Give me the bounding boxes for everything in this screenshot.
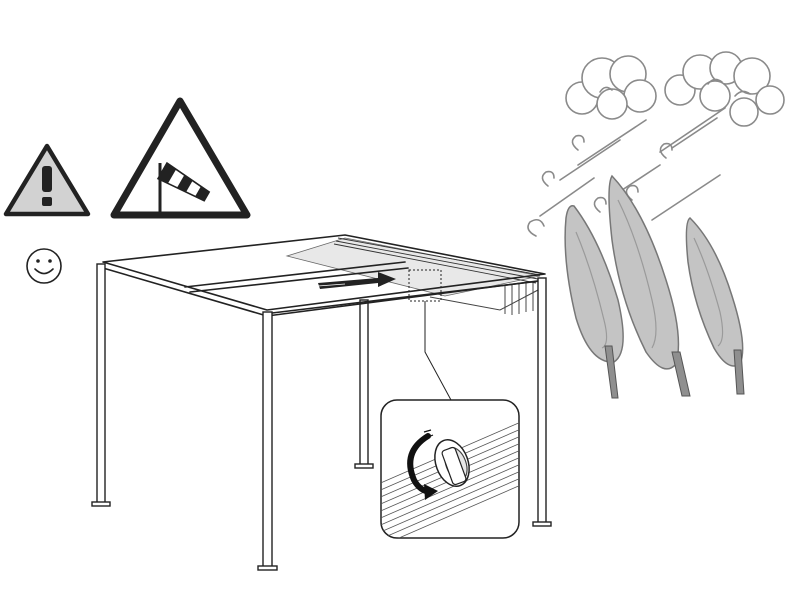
rotate-arrow-icon (407, 429, 438, 500)
bending-trees (564, 174, 745, 399)
warning-triangle-icon (3, 143, 91, 217)
pergola-frame (91, 234, 552, 571)
slide-direction-arrow (317, 272, 396, 289)
windsock-warning-icon (110, 97, 251, 219)
smiley-face-icon (26, 248, 62, 284)
storm-clouds (565, 51, 785, 127)
wind-gusts (527, 107, 726, 237)
detail-inset (380, 399, 520, 539)
detail-callout-box (408, 269, 442, 302)
